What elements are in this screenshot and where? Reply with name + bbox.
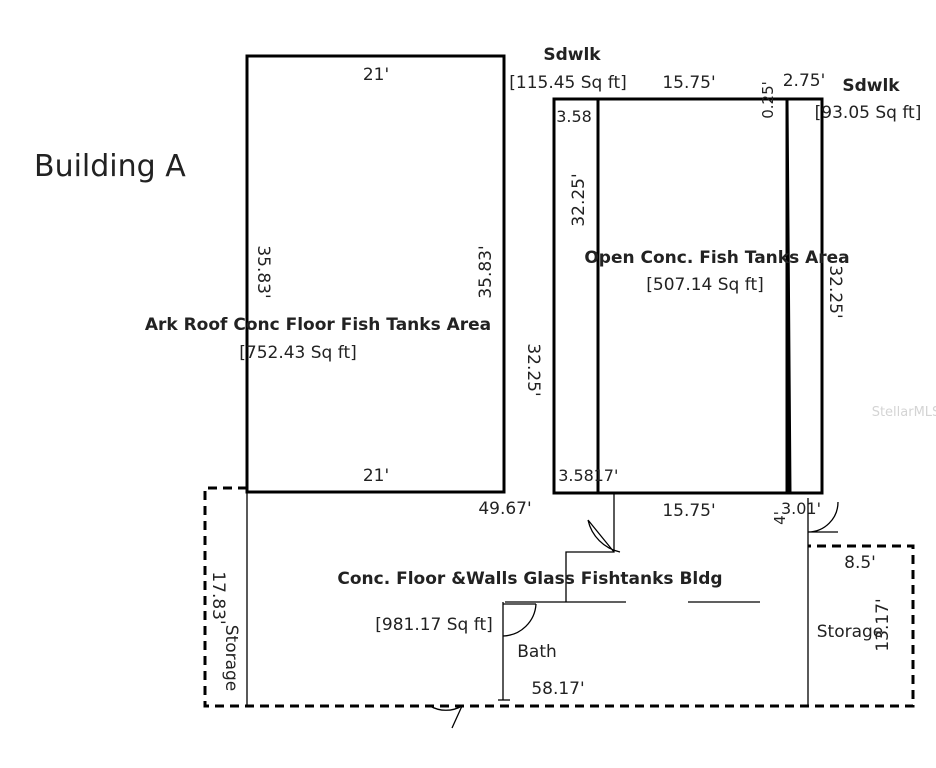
open-bottom-dimension: 15.75' [662, 501, 715, 521]
glass-bottom-dimension: 58.17' [531, 679, 584, 699]
open-right-dimension: 32.25' [825, 265, 845, 318]
watermark: StellarMLS [872, 405, 936, 420]
ark-roof-area-outline [245, 54, 506, 494]
dimension-301: 3.01' [781, 499, 821, 518]
storage-right-side-dimension: 13.17' [873, 598, 893, 651]
storage-right-label: Storage [817, 622, 884, 642]
glass-left-dimension: 17.83' [208, 571, 228, 624]
ark-bottom-dimension: 21' [363, 466, 389, 486]
glass-building-name: Conc. Floor &Walls Glass Fishtanks Bldg [337, 569, 722, 589]
sidewalk-left-bottom-dimension-b: 17' [594, 466, 619, 485]
sidewalk-left-sqft: [115.45 Sq ft] [509, 73, 627, 93]
sidewalk-left-top-dimension: 3.58 [556, 107, 592, 126]
open-area-name: Open Conc. Fish Tanks Area [584, 248, 849, 268]
sidewalk-right-outline [785, 97, 824, 495]
door-swing-icon [429, 705, 463, 729]
building-title: Building A [34, 149, 186, 184]
glass-building-outline [203, 486, 915, 708]
open-area-outline [596, 97, 789, 495]
ark-top-dimension: 21' [363, 65, 389, 85]
ark-area-name: Ark Roof Conc Floor Fish Tanks Area [145, 315, 491, 335]
glass-top-dimension: 49.67' [478, 499, 531, 519]
sidewalk-right-name: Sdwlk [842, 76, 900, 96]
ark-area-sqft: [752.43 Sq ft] [239, 343, 357, 363]
door-swing-icon [807, 501, 839, 533]
open-area-sqft: [507.14 Sq ft] [646, 275, 764, 295]
bath-label: Bath [517, 642, 557, 662]
storage-right-top-dimension: 8.5' [844, 553, 876, 573]
interior-wall [565, 520, 615, 602]
ark-left-dimension: 35.83' [253, 245, 273, 298]
sidewalk-left-name: Sdwlk [543, 45, 601, 65]
glass-building-sqft: [981.17 Sq ft] [375, 615, 493, 635]
inner-left-dimension: 32.25' [523, 343, 543, 396]
sidewalk-left-height-dimension: 32.25' [569, 173, 589, 226]
sidewalk-left-bottom-dimension: 3.58 [558, 466, 594, 485]
sidewalk-right-sqft: [93.05 Sq ft] [815, 103, 922, 123]
ark-right-dimension: 35.83' [476, 245, 496, 298]
open-top-dimension: 15.75' [662, 73, 715, 93]
door-swing-icon [587, 519, 621, 553]
small-dimension-025: 0.25' [759, 81, 777, 119]
small-dimension-275: 2.75' [783, 71, 826, 91]
door-swing-icon [502, 603, 537, 637]
dimension-4: 4' [771, 511, 789, 525]
sidewalk-left-outline [552, 97, 600, 495]
storage-left-label: Storage [221, 625, 241, 692]
